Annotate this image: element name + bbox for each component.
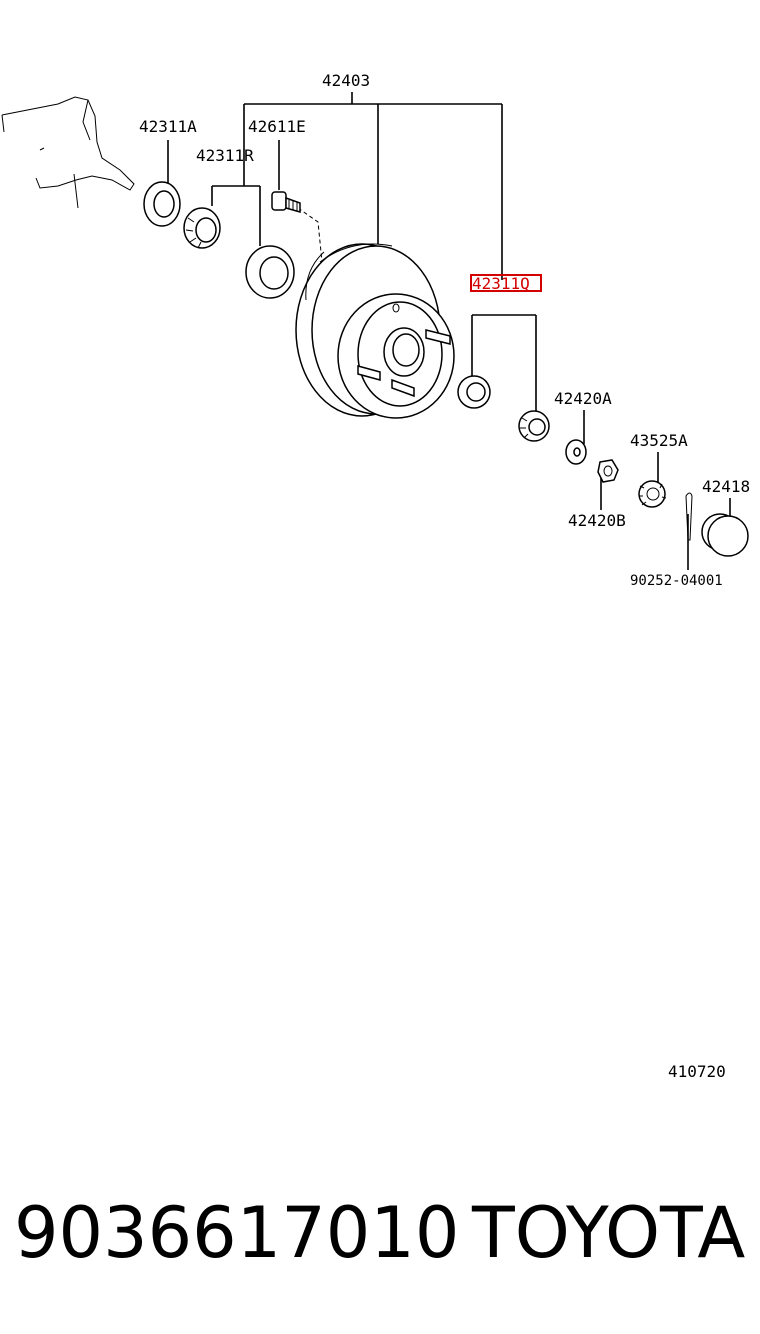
callout-42311r[interactable]: 42311R <box>196 146 254 165</box>
washer-42420a <box>565 439 587 465</box>
callout-highlight-box <box>470 274 542 292</box>
callout-42420a[interactable]: 42420A <box>554 389 612 408</box>
nut-42420b <box>597 459 619 483</box>
bearing-cup-42311r <box>245 245 295 299</box>
bearing-cone-42311q <box>518 410 550 442</box>
brake-drum-42403 <box>295 243 455 419</box>
diagram-code: 410720 <box>668 1062 726 1081</box>
parts-diagram: 42403 42311A 42611E 42311R 42311Q 42420A… <box>1 71 750 589</box>
callout-42311q[interactable]: 42311Q <box>472 274 530 293</box>
cotter-pin-90252 <box>685 492 693 541</box>
part-number: 9036617010 <box>14 1192 460 1274</box>
footer: 9036617010 TOYOTA <box>14 1188 754 1278</box>
brand-name: TOYOTA <box>472 1192 746 1274</box>
inner-bearing-42311r <box>183 207 221 249</box>
callout-90252-04001[interactable]: 90252-04001 <box>630 573 723 589</box>
hub-bolt-42611e <box>271 191 301 213</box>
callout-42311a[interactable]: 42311A <box>139 117 197 136</box>
callout-42403[interactable]: 42403 <box>322 71 370 90</box>
callout-42611e[interactable]: 42611E <box>248 117 306 136</box>
callout-42420b[interactable]: 42420B <box>568 511 626 530</box>
steering-knuckle <box>1 96 135 209</box>
leader-lines <box>167 92 731 570</box>
nut-lock-cap-43525a <box>638 480 667 508</box>
callout-labels: 42403 42311A 42611E 42311R 42311Q 42420A… <box>139 71 750 589</box>
callout-42418[interactable]: 42418 <box>702 477 750 496</box>
oil-seal-42311a <box>143 181 181 227</box>
callout-43525a[interactable]: 43525A <box>630 431 688 450</box>
grease-cap-42418 <box>701 513 749 557</box>
outer-bearing-42311q <box>457 375 491 409</box>
